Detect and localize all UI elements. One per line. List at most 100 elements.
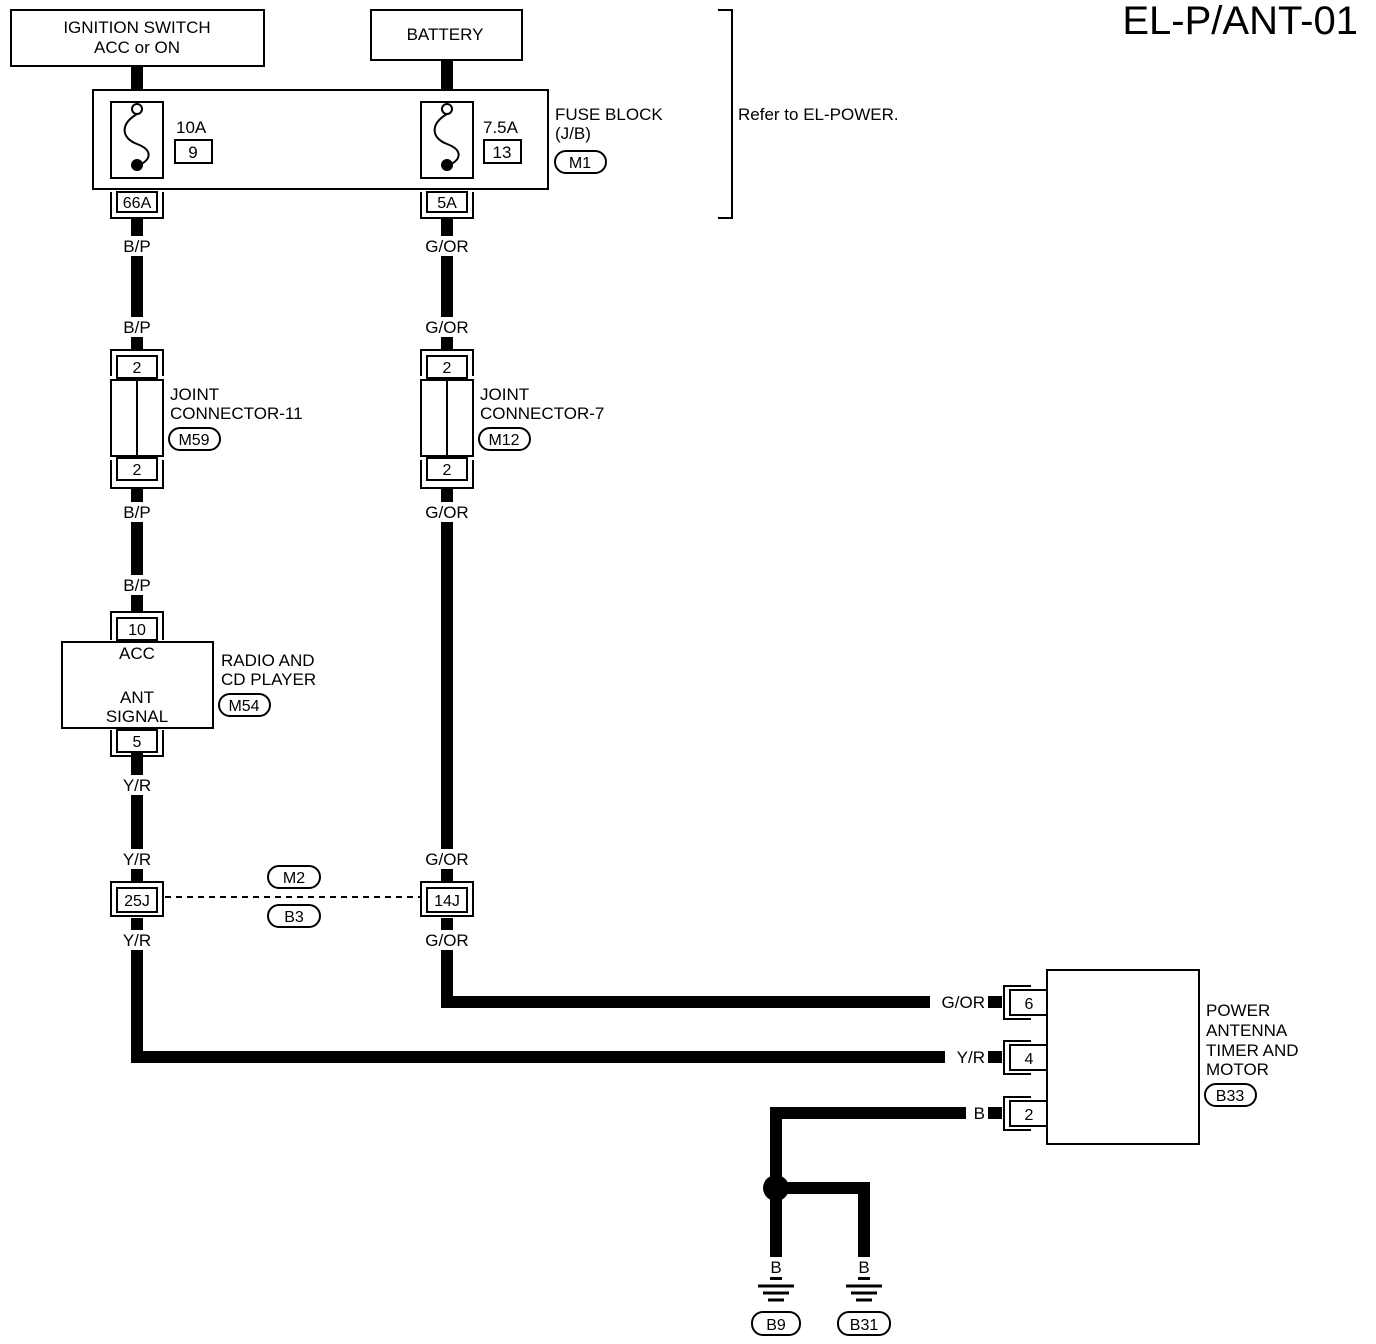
radio-cd-player: 10 ACC ANT SIGNAL 5 RADIO AND CD PLAYER … <box>61 611 316 757</box>
jc7-code-badge <box>478 427 531 451</box>
fuse-left-number: 9 <box>188 143 197 162</box>
harness-right-outer <box>420 881 474 917</box>
pa-pin2-box <box>1009 1100 1048 1127</box>
wire-label-yr-2: Y/R <box>123 850 151 869</box>
pa-code: B33 <box>1216 1088 1245 1105</box>
radio-code-badge <box>218 693 271 717</box>
wire-label-bp-1: B/P <box>123 237 150 256</box>
power-antenna-body <box>1046 969 1200 1145</box>
terminal-66a-box <box>116 191 158 213</box>
ignition-switch-sublabel: ACC or ON <box>94 38 180 57</box>
wires <box>131 60 1002 1280</box>
fuse-block-sublabel: (J/B) <box>555 124 591 143</box>
ground-b31: B B31 <box>837 1257 891 1336</box>
power-antenna-unit: 6 4 2 POWER ANTENNA TIMER AND MOTOR B33 <box>1003 969 1299 1145</box>
harness-connector: 25J 14J M2 B3 <box>110 865 474 928</box>
ground-b31-code: B31 <box>850 1317 879 1334</box>
harness-left-pin: 25J <box>124 893 150 910</box>
terminal-5a-label: 5A <box>437 195 457 212</box>
radio-acc-label: ACC <box>119 644 155 663</box>
jc11-bottom-pin: 2 <box>133 462 142 479</box>
pa-pin6-box <box>1009 989 1048 1016</box>
wire-label-gor-5: G/OR <box>425 931 468 950</box>
radio-signal-label: SIGNAL <box>106 707 168 726</box>
pa-pin2: 2 <box>1025 1107 1034 1124</box>
wire-label-gor-4: G/OR <box>425 850 468 869</box>
pa-label-2: ANTENNA <box>1206 1021 1288 1040</box>
ground-b31-badge <box>837 1311 891 1336</box>
jc11-top-pin-box <box>116 355 158 379</box>
wire-labels-right: G/OR G/OR G/OR G/OR G/OR <box>418 236 476 950</box>
wire-label-bp-3: B/P <box>123 503 150 522</box>
radio-ant-pin-outer <box>110 730 164 757</box>
wire-label-yr-3: Y/R <box>123 931 151 950</box>
pa-label-1: POWER <box>1206 1001 1270 1020</box>
radio-ant-pin-box <box>116 729 158 753</box>
pa-label-3: TIMER AND <box>1206 1041 1299 1060</box>
ground-b9-badge <box>751 1311 801 1336</box>
pa-pin6: 6 <box>1025 996 1034 1013</box>
pa-code-badge <box>1204 1083 1257 1107</box>
pa-pin4: 4 <box>1025 1051 1034 1068</box>
wire-label-gor-2: G/OR <box>425 318 468 337</box>
wire-label-gor-1: G/OR <box>425 237 468 256</box>
jc7-code: M12 <box>488 432 519 449</box>
refer-bracket <box>718 9 733 219</box>
jc11-bottom-pin-box <box>116 457 158 481</box>
wire-labels-left: B/P B/P B/P B/P Y/R Y/R Y/R <box>112 236 162 950</box>
jc11-bottom-outer <box>110 460 164 489</box>
wire-label-bp-4: B/P <box>123 576 150 595</box>
radio-sublabel: CD PLAYER <box>221 670 316 689</box>
wire-yr-2 <box>131 918 1002 1063</box>
fuse-block-label: FUSE BLOCK <box>555 105 663 124</box>
fuse-right-number: 13 <box>493 143 512 162</box>
ground-b9-wire-label: B <box>770 1258 781 1277</box>
radio-body <box>61 641 214 729</box>
wire-b-ground-right <box>776 1182 870 1280</box>
splice-dot <box>763 1175 789 1201</box>
jc7-top-pin: 2 <box>443 360 452 377</box>
fuse-block-code: M1 <box>569 155 591 172</box>
harness-code-bottom: B3 <box>284 909 304 926</box>
jc7-top-pin-box <box>426 355 468 379</box>
fuse-block-code-badge <box>554 150 607 174</box>
jc11-sublabel: CONNECTOR-11 <box>170 404 303 423</box>
ground-b9: B B9 <box>751 1257 801 1336</box>
joint-connector-7: 2 2 JOINT CONNECTOR-7 M12 <box>420 349 604 489</box>
fuse-right-bottom-terminal <box>441 159 453 171</box>
joint-connector-11: 2 2 JOINT CONNECTOR-11 M59 <box>110 349 303 489</box>
wire-b-ground-left <box>770 1107 1002 1280</box>
jc7-sublabel: CONNECTOR-7 <box>480 404 604 423</box>
radio-ant-pin: 5 <box>133 734 142 751</box>
pa-pin4-box <box>1009 1044 1048 1071</box>
jc11-label: JOINT <box>170 385 219 404</box>
refer-note: Refer to EL-POWER. <box>738 105 899 124</box>
terminal-66a-label: 66A <box>123 195 152 212</box>
fuse-left-rating: 10A <box>176 118 207 137</box>
harness-right-pin-box <box>426 887 468 913</box>
harness-code-top: M2 <box>283 870 305 887</box>
harness-right-pin: 14J <box>434 893 460 910</box>
ignition-switch-box <box>10 9 265 67</box>
pa-pin6-outer <box>1003 985 1031 1020</box>
ignition-switch-label: IGNITION SWITCH <box>63 18 210 37</box>
jc11-code-badge <box>168 427 221 451</box>
harness-code-top-badge <box>267 865 321 889</box>
wire-label-bp-2: B/P <box>123 318 150 337</box>
radio-label: RADIO AND <box>221 651 315 670</box>
jc11-code: M59 <box>178 432 209 449</box>
jc7-bottom-pin-box <box>426 457 468 481</box>
fuse-left-bottom-terminal <box>131 159 143 171</box>
jc7-label: JOINT <box>480 385 529 404</box>
harness-code-bottom-badge <box>267 904 321 928</box>
radio-acc-pin: 10 <box>128 622 146 639</box>
pa-pin4-outer <box>1003 1040 1031 1075</box>
page-title: EL-P/ANT-01 <box>1122 0 1358 43</box>
jc11-top-outer <box>110 349 164 376</box>
jc7-top-outer <box>420 349 474 376</box>
pa-pin2-outer <box>1003 1096 1031 1131</box>
wire-gor-3 <box>441 918 1002 1008</box>
radio-acc-pin-outer <box>110 611 164 640</box>
wire-label-gor-pa: G/OR <box>942 993 985 1012</box>
